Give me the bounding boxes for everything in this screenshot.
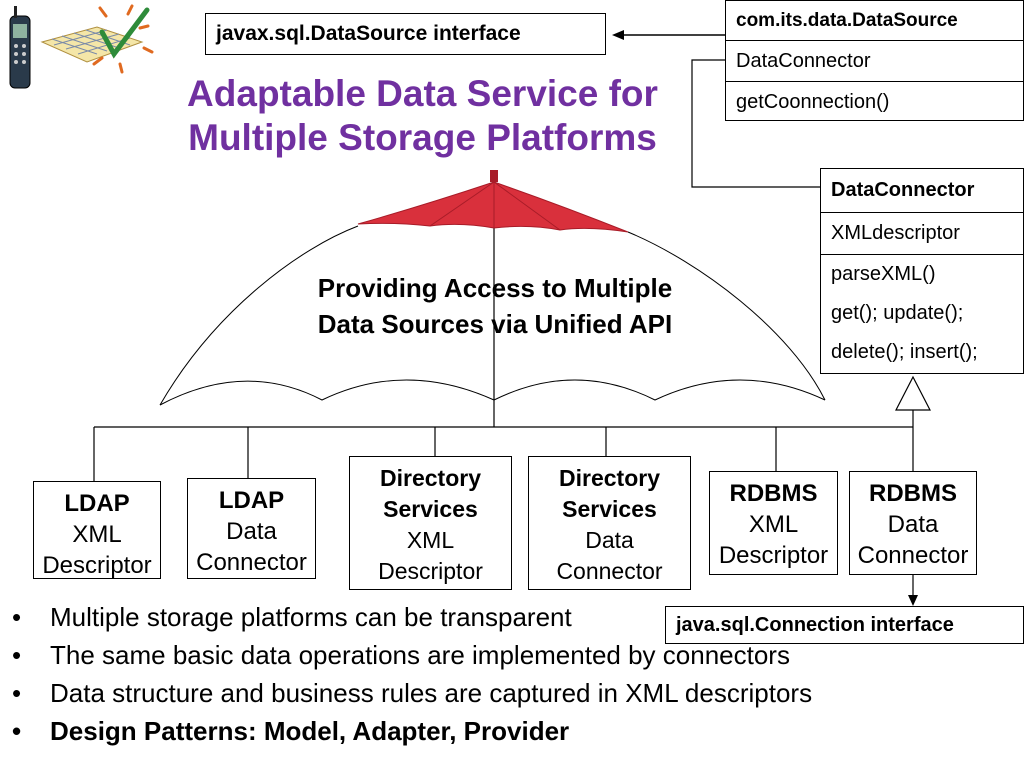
bullet-item: • The same basic data operations are imp… bbox=[12, 636, 812, 674]
component-subtitle: Descriptor bbox=[378, 558, 483, 584]
bullet-text: Data structure and business rules are ca… bbox=[50, 678, 813, 708]
bullet-text: The same basic data operations are imple… bbox=[50, 640, 790, 670]
component-rdbms-xml-descriptor: RDBMS XML Descriptor bbox=[709, 471, 838, 575]
component-subtitle: Descriptor bbox=[718, 542, 829, 569]
component-subtitle: Descriptor bbox=[42, 552, 152, 579]
slide-title-line1: Adaptable Data Service for bbox=[187, 73, 658, 114]
bullet-item: • Design Patterns: Model, Adapter, Provi… bbox=[12, 712, 812, 750]
slide-title-line2: Multiple Storage Platforms bbox=[188, 117, 657, 158]
component-subtitle: Connector bbox=[196, 549, 307, 576]
dataconnector-method: delete(); insert(); bbox=[831, 341, 978, 363]
component-subtitle: XML bbox=[748, 511, 799, 538]
logo bbox=[2, 2, 162, 92]
component-ldap-xml-descriptor: LDAP XML Descriptor bbox=[33, 481, 161, 579]
component-directory-services-xml-descriptor: Directory Services XML Descriptor bbox=[349, 456, 512, 590]
umbrella-top-cap bbox=[490, 170, 498, 182]
bullet-marker: • bbox=[12, 716, 22, 746]
component-title: RDBMS bbox=[729, 480, 818, 507]
component-subtitle: Data bbox=[226, 518, 277, 545]
datasource-class-name: com.its.data.DataSource bbox=[726, 1, 1023, 41]
umbrella-label: Providing Access to Multiple Data Source… bbox=[290, 270, 700, 342]
datasource-class-attribute: DataConnector bbox=[726, 41, 1023, 82]
dataconnector-class-attribute: XMLdescriptor bbox=[821, 213, 1023, 255]
datasource-interface-label: javax.sql.DataSource interface bbox=[216, 22, 521, 45]
component-rdbms-data-connector: RDBMS Data Connector bbox=[849, 471, 977, 575]
dataconnector-method: parseXML() bbox=[831, 263, 936, 285]
dataconnector-class-methods: parseXML() get(); update(); delete(); in… bbox=[821, 255, 1023, 380]
umbrella-label-line1: Providing Access to Multiple bbox=[317, 273, 673, 303]
cell-phone-icon bbox=[9, 6, 31, 89]
component-directory-services-data-connector: Directory Services Data Connector bbox=[528, 456, 691, 590]
bullet-marker: • bbox=[12, 640, 22, 670]
component-subtitle: XML bbox=[72, 521, 122, 548]
datasource-interface-box: javax.sql.DataSource interface bbox=[205, 13, 606, 55]
component-subtitle: Data bbox=[585, 527, 634, 553]
component-title: Services bbox=[562, 496, 657, 522]
umbrella-outline bbox=[159, 225, 826, 406]
component-title: RDBMS bbox=[869, 480, 957, 507]
component-title: Directory bbox=[380, 465, 481, 491]
component-subtitle: Connector bbox=[857, 542, 969, 569]
bullet-item: • Multiple storage platforms can be tran… bbox=[12, 598, 812, 636]
connection-interface-box: java.sql.Connection interface bbox=[665, 606, 1024, 644]
component-subtitle: Data bbox=[887, 511, 939, 538]
connection-interface-label: java.sql.Connection interface bbox=[676, 614, 954, 636]
association-line bbox=[691, 59, 820, 188]
component-title: Directory bbox=[559, 465, 660, 491]
component-title: LDAP bbox=[218, 487, 285, 514]
bullet-marker: • bbox=[12, 678, 22, 708]
dataconnector-class-name: DataConnector bbox=[821, 169, 1023, 213]
arrow-head-connection bbox=[908, 595, 918, 606]
slide-title: Adaptable Data Service for Multiple Stor… bbox=[150, 72, 695, 160]
grid-map-checkmark-icon bbox=[40, 4, 154, 74]
component-title: Services bbox=[383, 496, 478, 522]
component-subtitle: XML bbox=[406, 527, 455, 553]
datasource-class-method: getCoonnection() bbox=[736, 90, 890, 113]
component-ldap-data-connector: LDAP Data Connector bbox=[187, 478, 316, 579]
dataconnector-class-box: DataConnector XMLdescriptor parseXML() g… bbox=[820, 168, 1024, 374]
umbrella-canopy bbox=[357, 181, 629, 233]
bullet-text: Design Patterns: Model, Adapter, Provide… bbox=[50, 716, 570, 746]
bullet-text: Multiple storage platforms can be transp… bbox=[50, 602, 572, 632]
umbrella-icon bbox=[159, 170, 826, 427]
bullet-list: • Multiple storage platforms can be tran… bbox=[12, 598, 812, 750]
umbrella-canopy-ribs bbox=[429, 181, 561, 231]
arrow-head-datasource bbox=[612, 30, 624, 40]
bullet-item: • Data structure and business rules are … bbox=[12, 674, 812, 712]
bullet-marker: • bbox=[12, 602, 22, 632]
inheritance-triangle bbox=[895, 375, 931, 411]
component-title: LDAP bbox=[64, 490, 130, 517]
umbrella-label-line2: Data Sources via Unified API bbox=[317, 309, 673, 339]
dataconnector-method: get(); update(); bbox=[831, 302, 964, 324]
datasource-class-box: com.its.data.DataSource DataConnector ge… bbox=[725, 0, 1024, 121]
umbrella-scallops bbox=[159, 379, 826, 406]
component-subtitle: Connector bbox=[556, 558, 663, 584]
